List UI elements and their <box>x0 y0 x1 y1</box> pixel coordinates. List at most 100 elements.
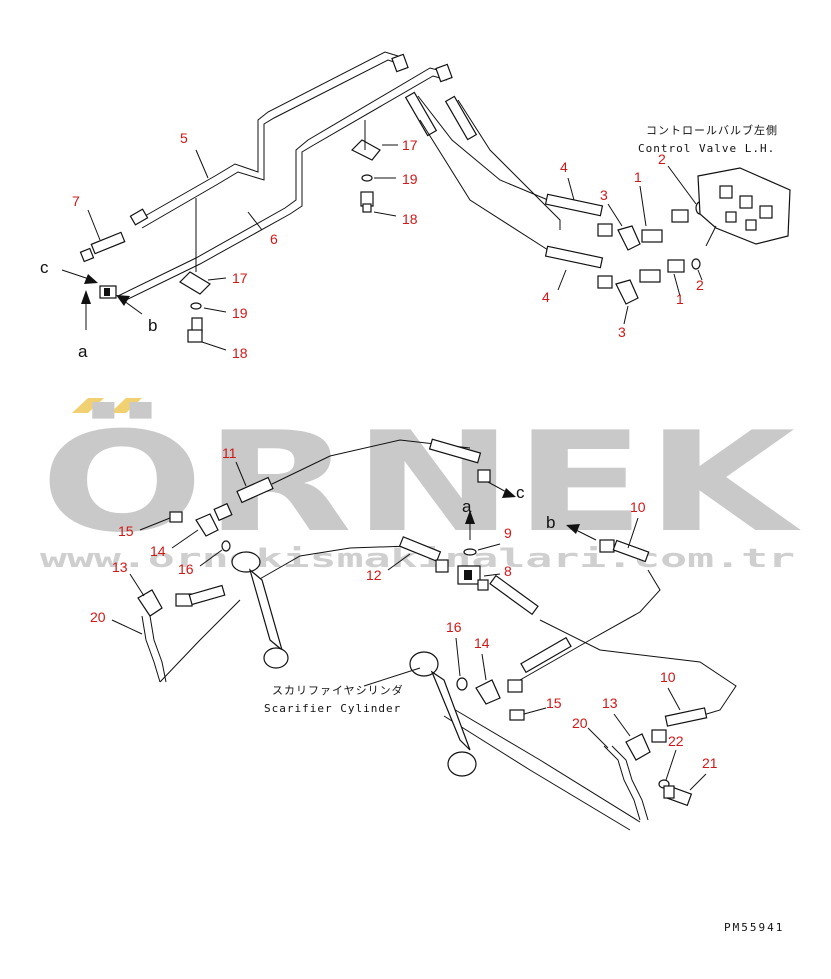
callout-16-right: 16 <box>446 619 462 635</box>
tube-5-end-nut <box>129 208 149 226</box>
control-valve-label-en: Control Valve L.H. <box>638 142 775 155</box>
leader-13a <box>129 573 145 597</box>
leader-8 <box>483 573 501 577</box>
leader-2a <box>667 165 697 205</box>
callout-18-top: 18 <box>402 211 418 227</box>
callout-18-bottom: 18 <box>232 345 248 361</box>
callout-4-bottom: 4 <box>542 289 550 305</box>
leader-3b <box>623 305 629 325</box>
leader-10b <box>667 687 681 711</box>
callout-17-top: 17 <box>402 137 418 153</box>
hose-bottom-2 <box>443 715 631 831</box>
arrow-a-lower <box>465 510 475 540</box>
callout-16-left: 16 <box>178 561 194 577</box>
leader-15a <box>139 517 171 531</box>
leader-9 <box>477 543 501 551</box>
bracket-20-left <box>141 615 167 683</box>
leader-4a <box>567 177 575 201</box>
leader-20a <box>111 619 143 635</box>
leader-21 <box>689 773 707 791</box>
scarifier-label-en: Scarifier Cylinder <box>264 702 401 715</box>
letter-c-lower: c <box>516 483 525 502</box>
tube-6 <box>117 67 446 297</box>
callout-7: 7 <box>72 193 80 209</box>
hose-11 <box>213 438 491 522</box>
adapter-1-upper <box>641 209 689 243</box>
elbow-14-left <box>195 513 219 537</box>
watermark-brand: ÖRNEK <box>40 402 802 563</box>
leader-16b <box>455 637 461 677</box>
leader-1b <box>673 273 681 297</box>
view-letters: c b a a c b <box>40 258 555 532</box>
leader-22 <box>665 749 677 781</box>
letter-b-upper: b <box>148 316 157 335</box>
letter-b-lower: b <box>546 513 555 532</box>
bolt-18-upper <box>360 191 374 213</box>
leader-scarifier <box>363 667 421 687</box>
callout-8: 8 <box>504 563 512 579</box>
callout-12: 12 <box>366 567 382 583</box>
valve-13-right <box>625 733 651 761</box>
leader-11 <box>235 461 247 487</box>
callout-14-right: 14 <box>474 635 490 651</box>
letter-a-lower: a <box>462 497 472 516</box>
elbow-3-lower <box>615 279 639 305</box>
leader-13b <box>613 713 631 737</box>
arrow-a-upper <box>81 290 91 330</box>
bolt-21 <box>663 785 693 807</box>
callout-19-top: 19 <box>402 171 418 187</box>
control-valve-block <box>697 167 791 245</box>
hose-10-line <box>519 569 661 681</box>
callout-20-right: 20 <box>572 715 588 731</box>
plug-15-right <box>509 709 525 721</box>
hose-12 <box>398 536 449 573</box>
callout-13-right: 13 <box>602 695 618 711</box>
hose-4-upper <box>404 91 613 237</box>
leader-7 <box>87 209 101 241</box>
leader-4b <box>557 269 567 291</box>
callout-2-bottom: 2 <box>696 277 704 293</box>
tube-5-inner <box>141 59 401 229</box>
upper-assembly <box>61 51 791 351</box>
callout-15-right: 15 <box>546 695 562 711</box>
tube-5-top-nut <box>391 53 409 73</box>
hose-left-loop <box>159 599 241 683</box>
seal-9 <box>463 548 477 556</box>
hose-4-lower <box>419 95 613 289</box>
adapter-1-lower <box>639 259 685 283</box>
callout-13-left: 13 <box>112 559 128 575</box>
callout-4-top: 4 <box>560 159 568 175</box>
callout-21: 21 <box>702 755 718 771</box>
letter-a-upper: a <box>78 342 88 361</box>
watermark-accent-right <box>110 398 142 413</box>
leader-10a <box>627 517 639 549</box>
tube-5 <box>137 51 399 221</box>
hose-10-upper <box>599 539 650 563</box>
leader-15b <box>523 707 547 715</box>
callout-11: 11 <box>222 445 237 461</box>
leader-20b <box>587 727 609 749</box>
leader-14a <box>171 529 199 549</box>
watermark: ÖRNEK www.ornekismakinalari.com.tr <box>40 398 802 574</box>
leader-5 <box>195 149 209 179</box>
part-number: PM55941 <box>724 921 784 934</box>
callouts-upper: 5 7 6 17 19 18 17 19 18 4 3 1 2 4 1 2 3 <box>72 130 704 361</box>
tee-8 <box>457 565 489 591</box>
callout-3-bottom: 3 <box>618 324 626 340</box>
leader-valve <box>705 225 717 247</box>
callout-1-bottom: 1 <box>676 291 684 307</box>
leader-12 <box>387 553 411 571</box>
scarifier-cylinder-left <box>231 551 289 669</box>
callout-10-bottom: 10 <box>660 669 676 685</box>
callout-20-left: 20 <box>90 609 106 625</box>
tube-6-top-nut <box>435 63 453 83</box>
callout-2-top: 2 <box>658 151 666 167</box>
callout-5: 5 <box>180 130 188 146</box>
tube-6-inner <box>121 75 448 303</box>
callout-9: 9 <box>504 525 512 541</box>
callout-1-top: 1 <box>634 169 642 185</box>
hose-7 <box>79 231 126 263</box>
arrow-b-lower <box>566 524 597 541</box>
callout-6: 6 <box>270 231 278 247</box>
